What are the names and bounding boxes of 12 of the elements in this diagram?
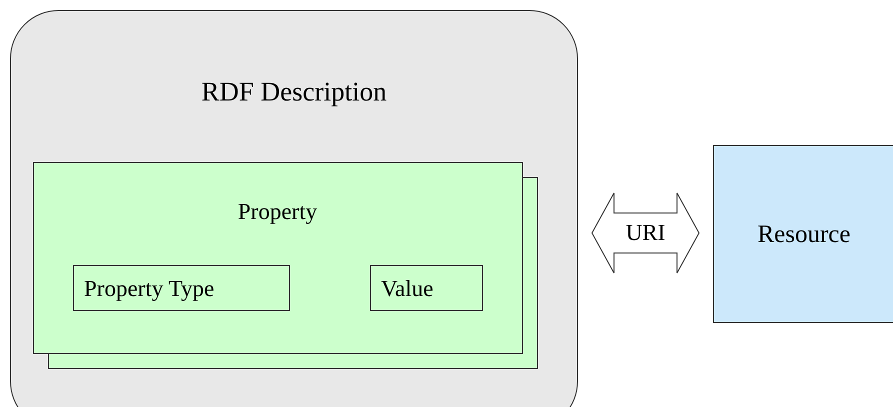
edge-label: URI [626, 220, 666, 246]
node-label: RDF Description [201, 76, 387, 108]
property-type-box [73, 265, 290, 311]
value-box [370, 265, 483, 311]
description-panel [10, 10, 578, 407]
node-label: Property [238, 199, 318, 225]
double-block-arrow [591, 192, 700, 274]
resource-box [713, 145, 893, 323]
property-card [33, 162, 538, 369]
node-label: Resource [757, 221, 851, 249]
node-label: Value [381, 276, 434, 302]
node-label: Property Type [84, 276, 214, 302]
